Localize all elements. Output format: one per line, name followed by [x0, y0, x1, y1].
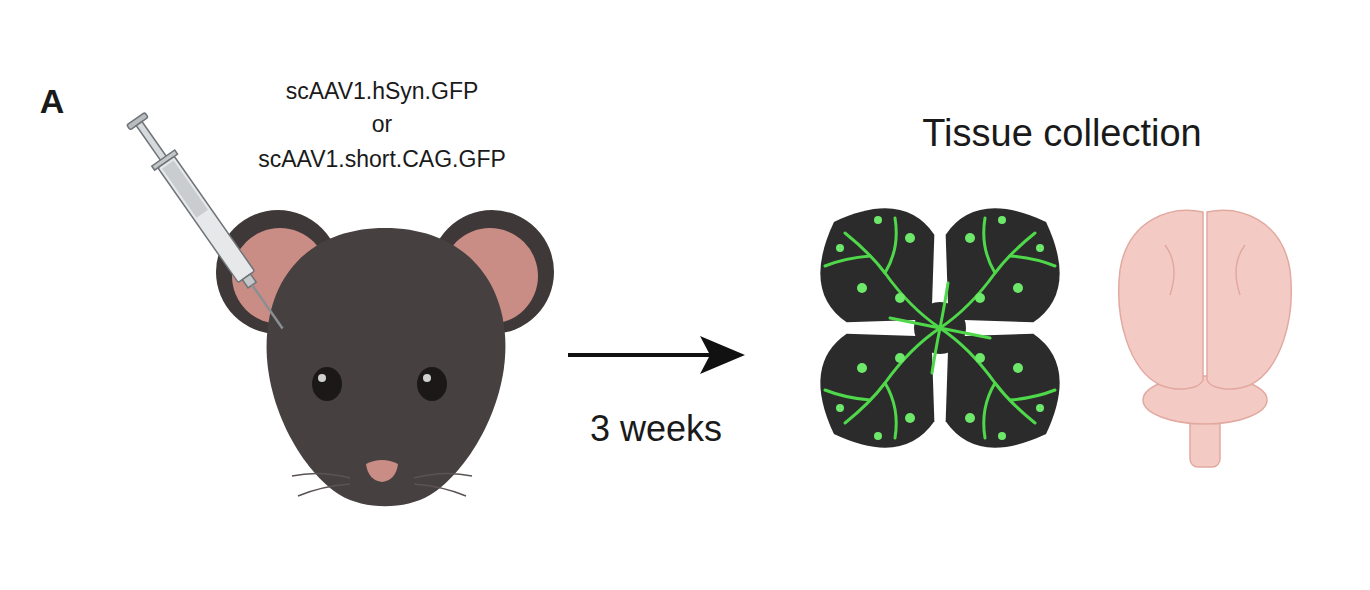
- mouse-face: [267, 228, 506, 506]
- right-hemisphere: [1207, 210, 1291, 389]
- brain-fold: [1236, 245, 1245, 295]
- panel-letter: A: [40, 82, 65, 121]
- brain: [1119, 210, 1291, 467]
- syringe: [124, 111, 294, 337]
- vector-name: scAAV1.short.CAG.GFP: [258, 146, 506, 172]
- mouse-head: [216, 210, 554, 506]
- mouse-nose: [366, 460, 398, 482]
- whiskers: [292, 473, 472, 496]
- mouse-eye: [417, 367, 447, 401]
- time-label: 3 weeks: [590, 408, 722, 449]
- vector-name: scAAV1.hSyn.GFP: [286, 78, 479, 104]
- left-hemisphere: [1119, 210, 1203, 389]
- connector-word: or: [372, 111, 392, 137]
- time-arrow: [568, 336, 745, 374]
- eye-highlight: [423, 374, 431, 382]
- eye-highlight: [318, 374, 326, 382]
- brain-fold: [1165, 245, 1174, 295]
- section-heading: Tissue collection: [922, 112, 1202, 156]
- retina-flatmount: [789, 177, 1091, 479]
- mouse-eye: [312, 367, 342, 401]
